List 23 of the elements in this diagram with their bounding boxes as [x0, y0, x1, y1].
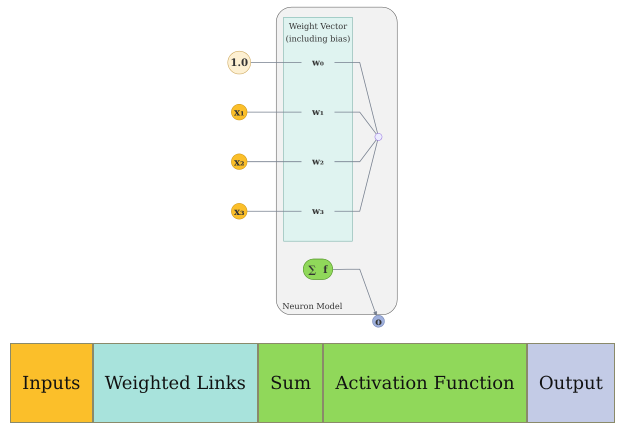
- connector: [334, 62, 378, 134]
- node-circle: [374, 132, 382, 140]
- connector: [246, 160, 302, 162]
- node-circle: 1.0: [228, 50, 251, 74]
- node-circle: x₃: [231, 202, 248, 219]
- legend-swatch: Inputs: [10, 343, 93, 423]
- node-circle: x₂: [231, 153, 248, 170]
- connector: [334, 138, 377, 162]
- legend-swatch: Sum: [258, 343, 324, 423]
- node-text: w₁: [312, 106, 324, 117]
- legend-swatch: Activation Function: [323, 343, 527, 423]
- legend-swatch: Weighted Links: [92, 343, 258, 423]
- node-text: w₀: [312, 56, 324, 68]
- arrow: [332, 268, 378, 316]
- node-text: w₃: [312, 205, 324, 216]
- node-circle: o: [372, 314, 385, 327]
- node-circle: x₁: [231, 104, 248, 120]
- connector: [246, 210, 302, 212]
- connector: [246, 111, 302, 112]
- legend-swatch: Output: [526, 343, 615, 423]
- connector: [334, 111, 377, 134]
- node-text: w₂: [312, 156, 324, 167]
- connector: [334, 140, 378, 212]
